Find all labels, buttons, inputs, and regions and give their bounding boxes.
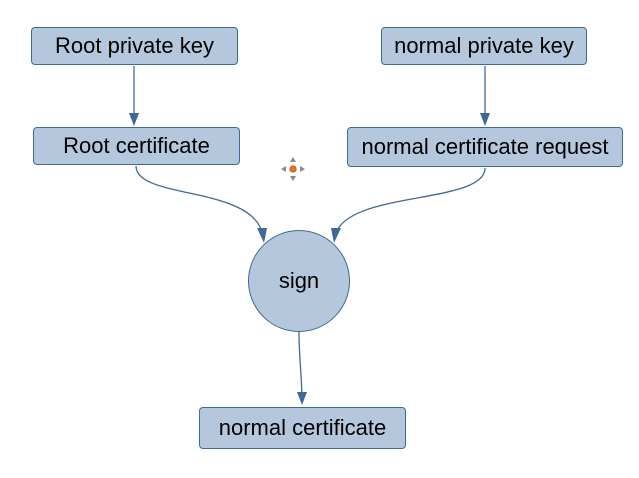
edge-sign-to-normal-cert-arrow	[297, 392, 307, 405]
node-root-private-key[interactable]: Root private key	[31, 27, 238, 65]
edge-normal-key-to-request-arrow	[480, 113, 490, 126]
node-root-certificate[interactable]: Root certificate	[33, 127, 240, 165]
node-sign-label: sign	[278, 268, 320, 293]
node-root-private-key-label: Root private key	[55, 33, 214, 58]
node-normal-certificate[interactable]: normal certificate	[199, 407, 406, 449]
node-normal-certificate-request[interactable]: normal certificate request	[347, 127, 623, 167]
move-handle-icon[interactable]	[280, 156, 306, 182]
edge-root-cert-to-sign-arrow	[257, 228, 267, 243]
node-normal-private-key[interactable]: normal private key	[381, 27, 587, 65]
node-normal-certificate-label: normal certificate	[218, 415, 387, 440]
edge-request-to-sign[interactable]	[334, 167, 486, 237]
edge-root-cert-to-sign[interactable]	[135, 165, 264, 237]
node-normal-certificate-request-label: normal certificate request	[361, 134, 609, 159]
node-root-certificate-label: Root certificate	[63, 133, 210, 158]
node-normal-private-key-label: normal private key	[394, 33, 574, 58]
node-sign[interactable]: sign	[248, 230, 350, 332]
edge-root-key-to-root-cert-arrow	[129, 113, 139, 126]
move-handle-icon-graphic	[281, 157, 305, 181]
edge-request-to-sign-arrow	[331, 228, 341, 243]
